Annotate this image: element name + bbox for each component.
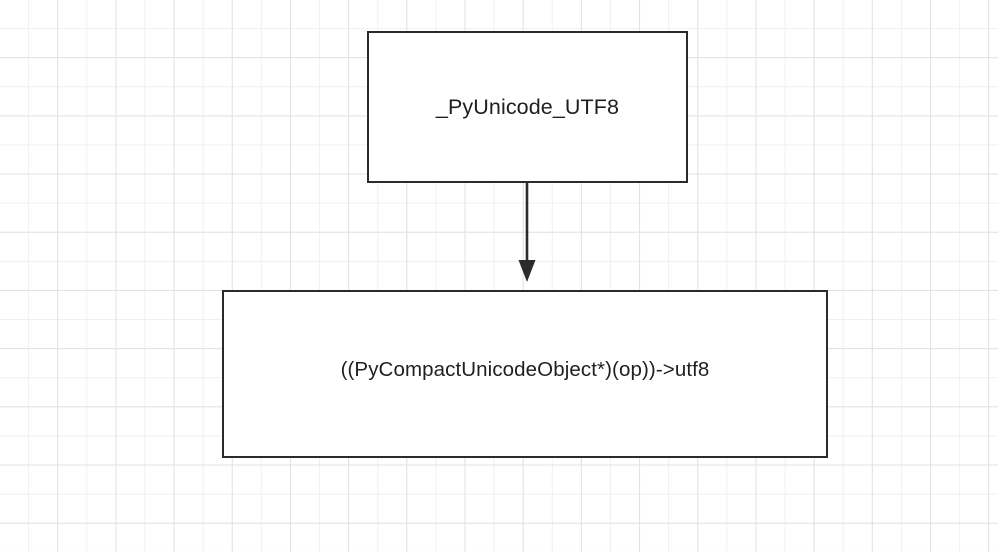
node-label: ((PyCompactUnicodeObject*)(op))->utf8 [340,358,710,381]
arrowhead-icon [518,260,536,282]
diagram-node-pyunicode-utf8[interactable]: _PyUnicode_UTF8 [367,31,688,183]
node-label: _PyUnicode_UTF8 [435,94,620,119]
diagram-edge-utf8-to-compact[interactable] [487,178,567,290]
diagram-node-compact-utf8[interactable]: ((PyCompactUnicodeObject*)(op))->utf8 [222,290,828,458]
